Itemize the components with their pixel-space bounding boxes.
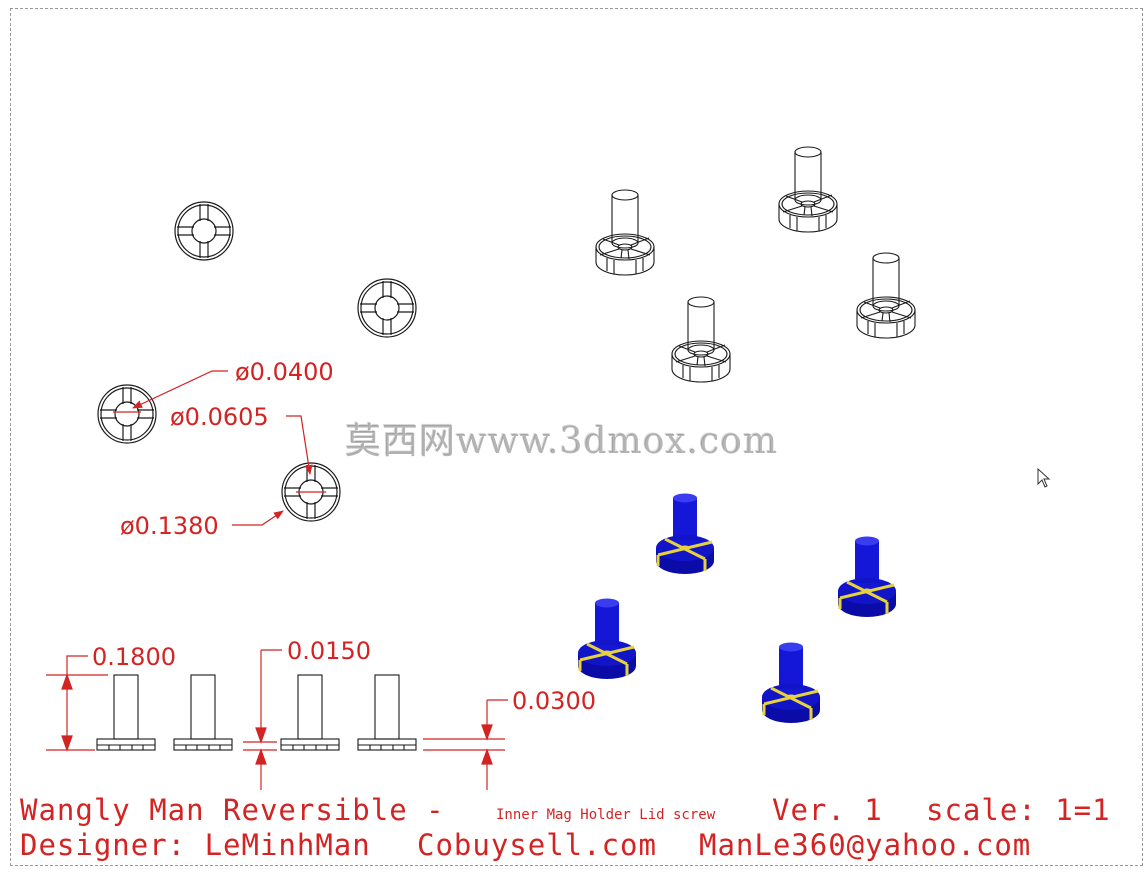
screw-side-view-3 — [280, 674, 340, 751]
dimension-gap-0150: 0.0150 — [287, 637, 371, 665]
dimension-diameter-1380: ø0.1380 — [120, 512, 219, 540]
screw-shaded-2 — [836, 535, 898, 619]
dimension-lines — [46, 370, 508, 790]
title-part-name: Inner Mag Holder Lid screw — [496, 807, 716, 823]
drawing-border — [10, 8, 1143, 866]
title-email: ManLe360@yahoo.com — [699, 828, 1032, 862]
screw-shaded-1 — [654, 492, 716, 576]
screw-wireframe-2 — [778, 146, 838, 233]
title-version: Ver. 1 — [772, 793, 883, 827]
screw-wireframe-3 — [856, 252, 916, 339]
title-designer: Designer: LeMinhMan — [20, 828, 371, 862]
screw-side-view-2 — [173, 674, 233, 751]
screw-shaded-4 — [760, 641, 822, 725]
dimension-height-1800: 0.1800 — [92, 643, 176, 671]
screw-side-view-1 — [96, 674, 156, 751]
screw-top-view-1 — [174, 201, 234, 261]
screw-shaded-3 — [576, 597, 638, 681]
watermark-text: 莫西网www.3dmox.com — [345, 421, 779, 462]
dimension-diameter-0605: ø0.0605 — [170, 403, 269, 431]
screw-wireframe-1 — [595, 189, 655, 276]
screw-wireframe-4 — [671, 296, 731, 383]
title-project-name: Wangly Man Reversible - — [20, 793, 445, 827]
screw-top-view-2 — [357, 278, 417, 338]
dimension-head-0300: 0.0300 — [512, 687, 596, 715]
screw-top-view-3 — [97, 384, 157, 444]
screw-side-view-4 — [357, 674, 417, 751]
mouse-cursor-icon — [1037, 468, 1051, 488]
title-scale: scale: 1=1 — [926, 793, 1111, 827]
dimension-diameter-0400: ø0.0400 — [235, 358, 334, 386]
title-website: Cobuysell.com — [417, 828, 657, 862]
